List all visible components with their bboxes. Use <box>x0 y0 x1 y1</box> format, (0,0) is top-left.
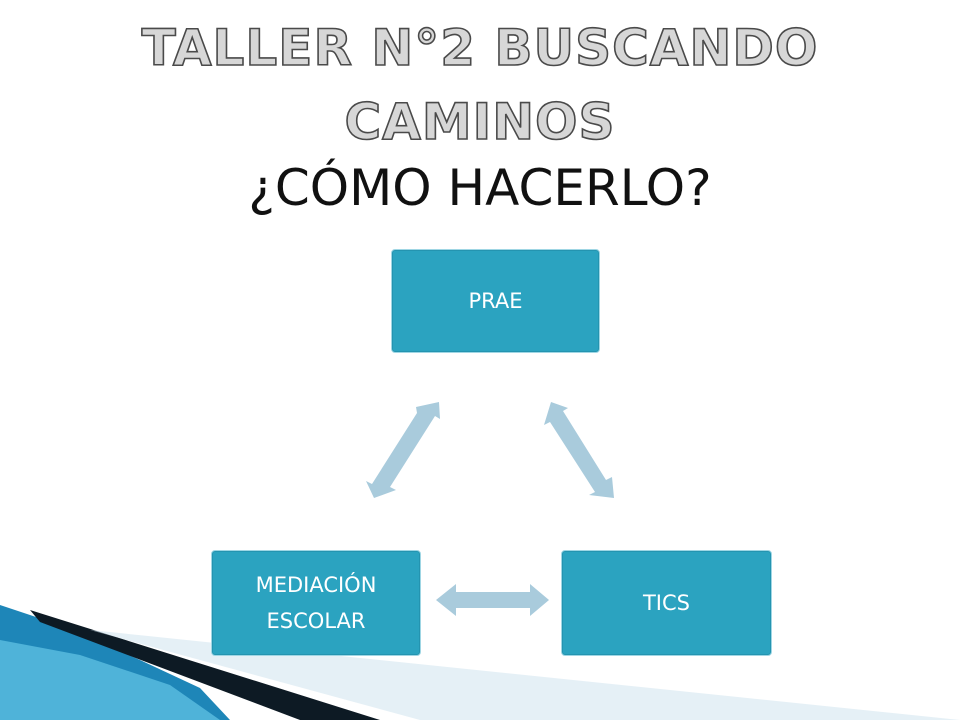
corner-decoration <box>0 605 960 720</box>
node-tics-label: TICS <box>642 591 690 615</box>
node-mediacion-label-line-1: MEDIACIÓN <box>255 573 377 597</box>
node-prae: PRAE <box>391 249 600 353</box>
subtitle: ¿CÓMO HACERLO? <box>248 159 712 217</box>
arrow-prae-mediacion <box>366 402 440 498</box>
node-prae-label: PRAE <box>468 289 523 313</box>
node-mediacion-escolar: MEDIACIÓN ESCOLAR <box>211 550 421 656</box>
arrow-prae-tics <box>544 402 614 498</box>
title-line-1: TALLER N°2 BUSCANDO <box>141 18 819 78</box>
node-mediacion-label-line-2: ESCOLAR <box>266 609 366 633</box>
node-tics: TICS <box>561 550 772 656</box>
arrow-mediacion-tics <box>436 584 549 616</box>
title-line-2: CAMINOS <box>344 92 616 152</box>
